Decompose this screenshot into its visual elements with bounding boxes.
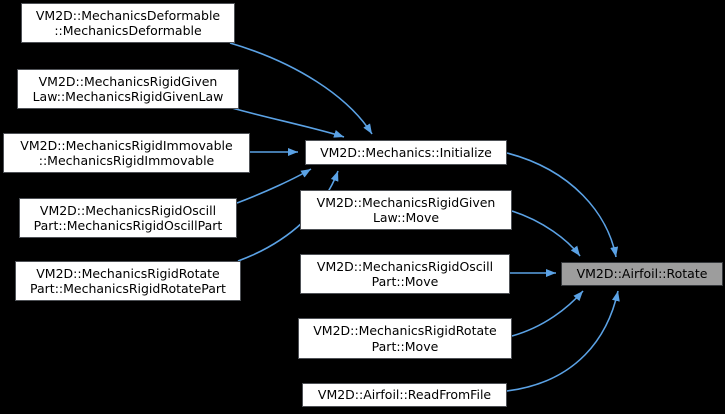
node-mechanics-rigid-immovable-ctor[interactable]: VM2D::MechanicsRigidImmovable ::Mechanic… [3, 133, 250, 173]
edge-rotate-part-move-to-rotate [511, 290, 584, 337]
edge-initialize-to-rotate [506, 152, 619, 258]
edge-given-law-ctor-to-initialize [231, 107, 345, 138]
edge-deformable-ctor-to-initialize [229, 42, 373, 135]
node-mechanics-rigid-rotate-part-move[interactable]: VM2D::MechanicsRigidRotate Part::Move [298, 318, 512, 359]
node-mechanics-rigid-given-law-ctor[interactable]: VM2D::MechanicsRigidGiven Law::Mechanics… [17, 69, 239, 109]
edge-oscill-part-ctor-to-initialize [236, 168, 312, 204]
node-mechanics-rigid-oscill-part-move[interactable]: VM2D::MechanicsRigidOscill Part::Move [300, 254, 510, 294]
node-mechanics-rigid-oscill-part-ctor[interactable]: VM2D::MechanicsRigidOscill Part::Mechani… [19, 198, 237, 238]
node-airfoil-read-from-file[interactable]: VM2D::Airfoil::ReadFromFile [302, 383, 507, 407]
node-mechanics-rigid-rotate-part-ctor[interactable]: VM2D::MechanicsRigidRotate Part::Mechani… [15, 261, 241, 301]
node-mechanics-rigid-given-law-move[interactable]: VM2D::MechanicsRigidGiven Law::Move [300, 190, 512, 230]
node-airfoil-rotate-target: VM2D::Airfoil::Rotate [561, 262, 723, 286]
edge-read-from-file-to-rotate [506, 290, 620, 392]
node-mechanics-deformable-ctor[interactable]: VM2D::MechanicsDeformable ::MechanicsDef… [21, 3, 235, 43]
edge-given-law-move-to-rotate [511, 210, 581, 257]
node-mechanics-initialize[interactable]: VM2D::Mechanics::Initialize [305, 140, 507, 165]
